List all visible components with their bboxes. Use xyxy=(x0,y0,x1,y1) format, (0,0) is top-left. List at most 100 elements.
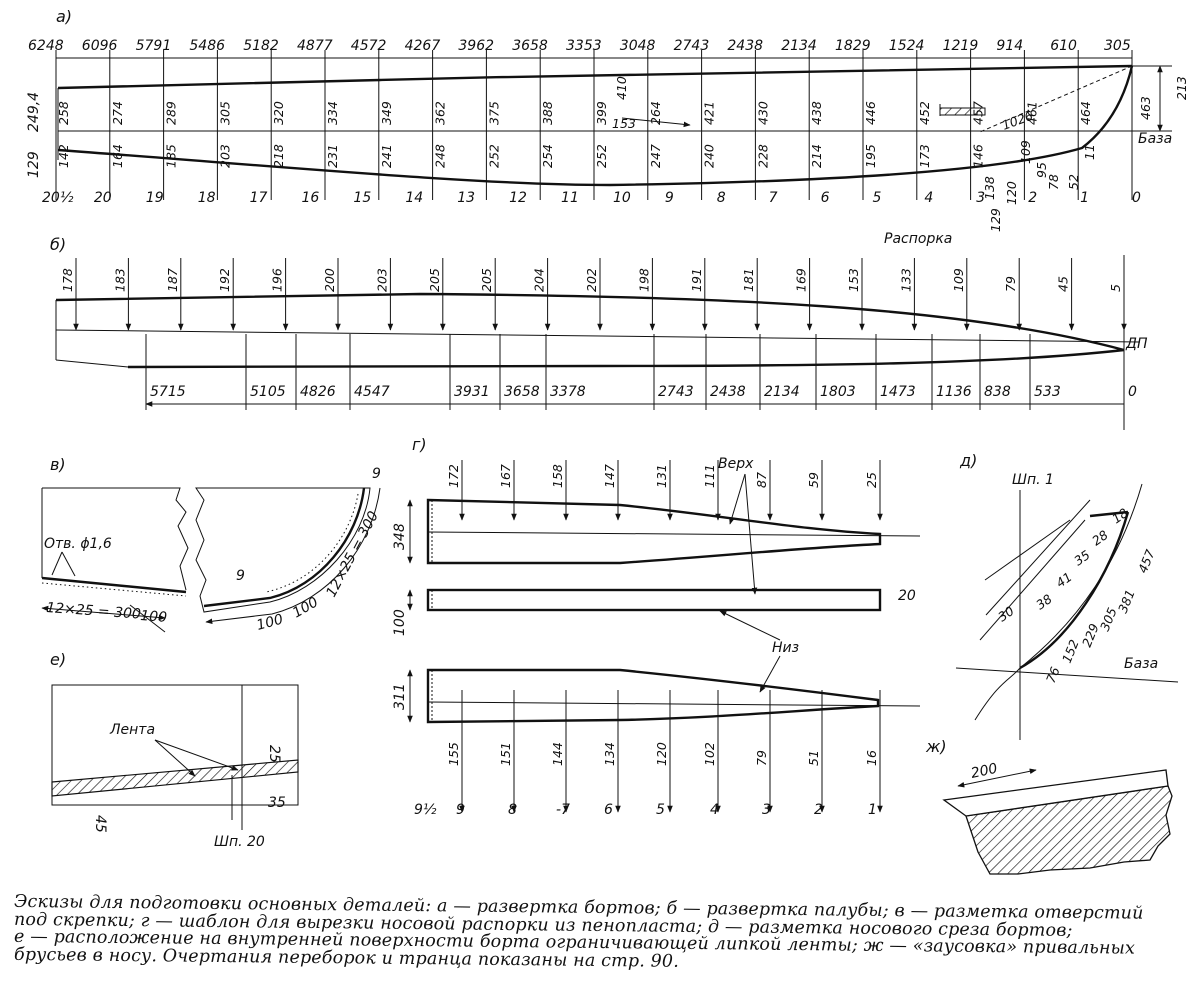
lower-value: 142 xyxy=(56,144,71,168)
frame-number: 18 xyxy=(198,190,216,206)
panel-e-dim-35: 35 xyxy=(268,795,286,811)
deck-width-value: 200 xyxy=(322,268,337,292)
panel-a-left-value-1: 249,4 xyxy=(26,92,42,132)
station-label: 610 xyxy=(1050,38,1077,54)
lower-value: 254 xyxy=(540,144,555,168)
panel-e-frame-label: Шп. 20 xyxy=(214,834,265,850)
template-top-value: 147 xyxy=(602,464,617,488)
panel-a-strut-label: Распорка xyxy=(884,231,952,247)
extra-label: 213 xyxy=(1174,76,1189,100)
deck-station-value: 1473 xyxy=(880,384,916,400)
lower-value: 218 xyxy=(271,144,286,168)
panel-a-base-label: База xyxy=(1138,131,1172,147)
template-bottom-value: 134 xyxy=(602,742,617,766)
template-frame-number: 4 xyxy=(710,802,719,818)
extra-label: 410 xyxy=(614,76,629,100)
deck-width-value: 205 xyxy=(479,268,494,292)
panel-e-tape-label: Лента xyxy=(109,722,155,738)
panel-v-dim-100-b: 100 xyxy=(255,611,285,633)
panel-e-tape-layout: е) Лента 25 35 45 Шп. 20 xyxy=(50,650,299,850)
upper-value: 446 xyxy=(863,101,878,125)
template-bottom-value: 120 xyxy=(654,742,669,766)
upper-value: 258 xyxy=(56,101,71,125)
deck-width-value: 5 xyxy=(1108,284,1123,292)
deck-station-value: 838 xyxy=(984,384,1011,400)
panel-e-dim-25: 25 xyxy=(266,745,282,763)
template-frame-number: 2 xyxy=(814,802,823,818)
station-label: 6248 xyxy=(28,38,64,54)
panel-v-dim-left: 12×25 = 300 xyxy=(46,600,142,623)
bow-cut-value: 41 xyxy=(1053,569,1075,590)
deck-station-value: 4547 xyxy=(354,384,390,400)
station-label: 5486 xyxy=(189,38,225,54)
extra-label: 78 xyxy=(1046,174,1061,190)
deck-station-value: 3658 xyxy=(504,384,540,400)
deck-width-value: 198 xyxy=(636,268,651,292)
template-top-value: 59 xyxy=(806,472,821,488)
upper-value: 274 xyxy=(110,101,125,125)
lower-value: 248 xyxy=(433,144,448,168)
template-frame-number: 9½ xyxy=(414,802,437,818)
template-bottom-value: 151 xyxy=(498,742,513,766)
template-frame-number: 5 xyxy=(656,802,665,818)
deck-width-value: 45 xyxy=(1056,276,1071,292)
station-label: 4572 xyxy=(351,38,387,54)
panel-g-label: г) xyxy=(412,435,427,454)
template-bottom-value: 102 xyxy=(702,742,717,766)
deck-width-value: 183 xyxy=(112,268,127,292)
station-label: 5182 xyxy=(243,38,279,54)
upper-value: 464 xyxy=(1078,101,1093,125)
station-label: 2134 xyxy=(781,38,817,54)
figure-caption: Эскизы для подготовки основных деталей: … xyxy=(14,892,1190,976)
upper-value: 349 xyxy=(379,101,394,125)
lower-value: 240 xyxy=(702,144,717,168)
deck-width-value: 79 xyxy=(1003,276,1018,292)
station-label: 1219 xyxy=(943,38,979,54)
upper-value: 399 xyxy=(594,101,609,125)
bow-cut-value: 18 xyxy=(1109,505,1131,526)
frame-number: 10 xyxy=(613,190,631,206)
deck-width-value: 109 xyxy=(951,268,966,292)
deck-station-value: 1136 xyxy=(936,384,972,400)
deck-station-value: 0 xyxy=(1128,384,1137,400)
frame-number: 0 xyxy=(1132,190,1141,206)
frame-number: 7 xyxy=(769,190,778,206)
bow-cut-value: 30 xyxy=(995,603,1017,624)
panel-a-left-value-2: 129 xyxy=(26,151,42,178)
bow-cut-value: 28 xyxy=(1089,527,1111,548)
station-label: 5791 xyxy=(136,38,172,54)
frame-number: 9 xyxy=(665,190,674,206)
station-label: 1829 xyxy=(835,38,871,54)
upper-value: 452 xyxy=(917,101,932,125)
panel-v-dim-100-c: 100 xyxy=(290,594,321,621)
upper-value: 305 xyxy=(217,101,232,125)
bow-cut-value: 457 xyxy=(1135,547,1158,575)
panel-a-label: а) xyxy=(56,7,72,26)
upper-value: 438 xyxy=(809,101,824,125)
station-label: 4267 xyxy=(405,38,441,54)
deck-width-value: 178 xyxy=(60,268,75,292)
upper-value: 334 xyxy=(325,101,340,125)
panel-g-bottom-label: Низ xyxy=(772,640,799,656)
deck-station-value: 1803 xyxy=(820,384,856,400)
frame-number: 16 xyxy=(302,190,320,206)
panel-v-dim-100-a: 100 xyxy=(140,608,168,626)
lower-value: 203 xyxy=(217,144,232,168)
upper-value: 461 xyxy=(1024,101,1039,125)
template-bottom-value: 79 xyxy=(754,750,769,766)
extra-label: 1026 xyxy=(1000,108,1035,133)
frame-number: 13 xyxy=(457,190,475,206)
extra-label: 138 xyxy=(982,176,997,200)
lower-value: 252 xyxy=(594,144,609,168)
frame-number: 3 xyxy=(976,190,985,206)
frame-number: 1 xyxy=(1080,190,1089,206)
bow-cut-value: 35 xyxy=(1071,547,1093,568)
deck-station-value: 2134 xyxy=(764,384,800,400)
lower-value: 241 xyxy=(379,144,394,168)
